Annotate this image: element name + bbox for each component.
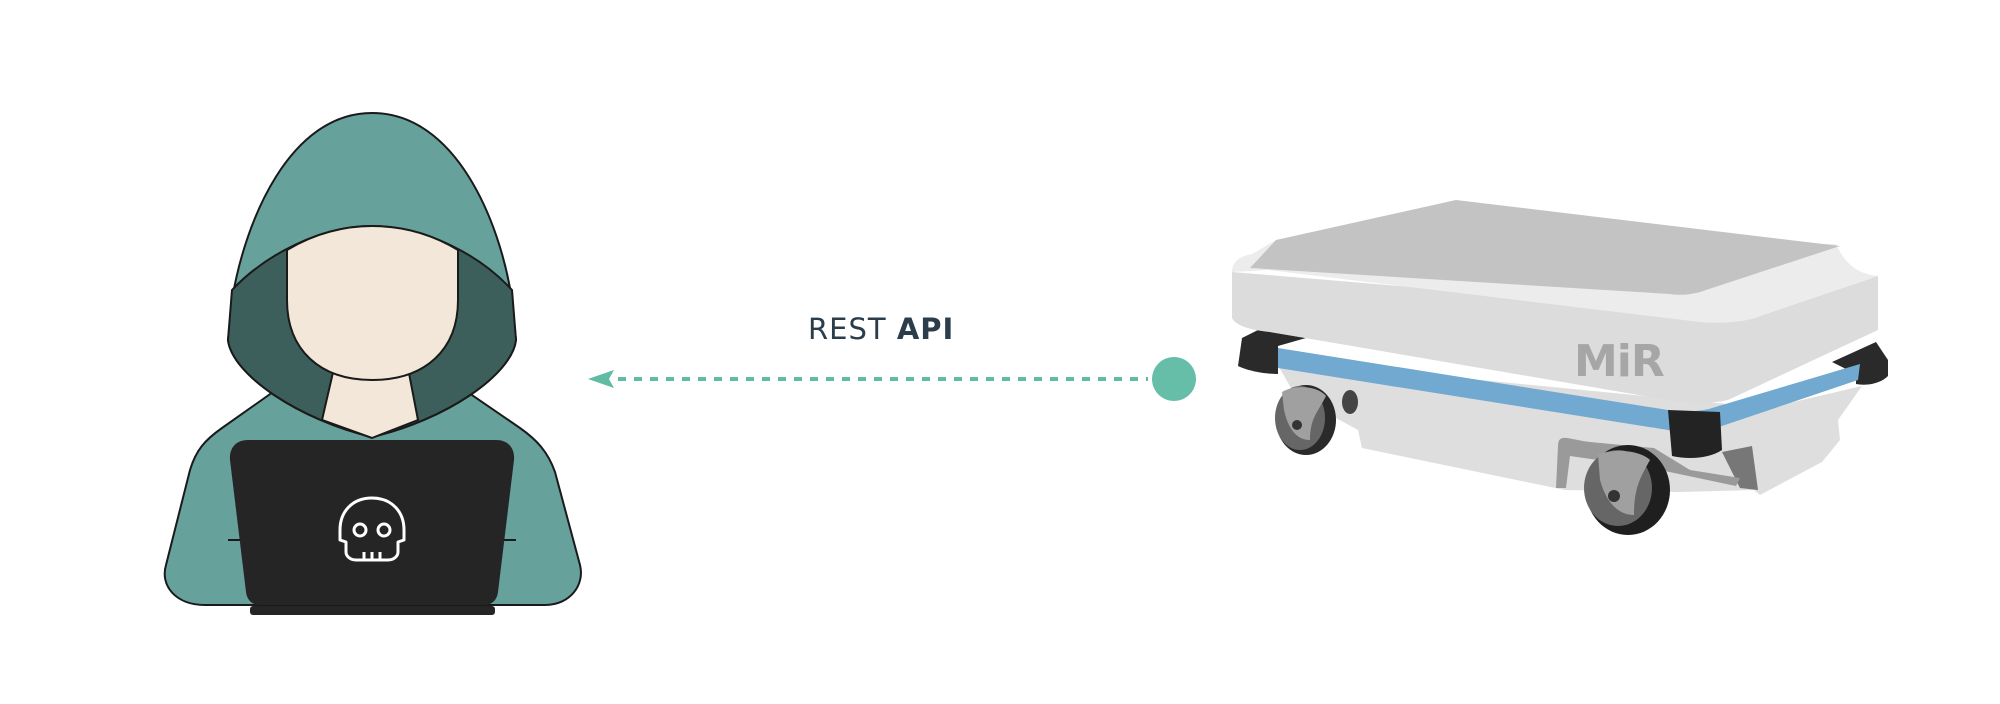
- api-label: REST API: [808, 312, 954, 346]
- api-connection-arrow: [588, 357, 1196, 401]
- robot-bumper-right: [1832, 342, 1888, 385]
- laptop-base: [250, 606, 495, 615]
- robot-wheel-rear: [1342, 390, 1358, 414]
- hacker-figure: [163, 112, 582, 615]
- robot-lower-body: [1275, 360, 1862, 495]
- robot-wheel-right: [1584, 445, 1670, 535]
- robot-logo: MiR: [1574, 336, 1664, 387]
- laptop: [229, 440, 515, 605]
- mobile-robot: MiR: [1232, 200, 1888, 535]
- robot-side: [1232, 272, 1878, 403]
- robot-bumper-left: [1238, 330, 1306, 374]
- face: [286, 225, 459, 381]
- api-label-emphasis: API: [896, 312, 955, 346]
- api-label-prefix: REST: [808, 312, 887, 346]
- endpoint-dot: [1152, 357, 1196, 401]
- arrow-head-icon: [588, 370, 614, 388]
- robot-wheel-left: [1275, 385, 1336, 455]
- robot-accent-stripe: [1278, 348, 1860, 432]
- robot-top-plate: [1250, 200, 1840, 295]
- robot-rear-block: [1722, 446, 1758, 490]
- robot-under-column: [1668, 410, 1722, 458]
- skull-icon: [338, 496, 406, 562]
